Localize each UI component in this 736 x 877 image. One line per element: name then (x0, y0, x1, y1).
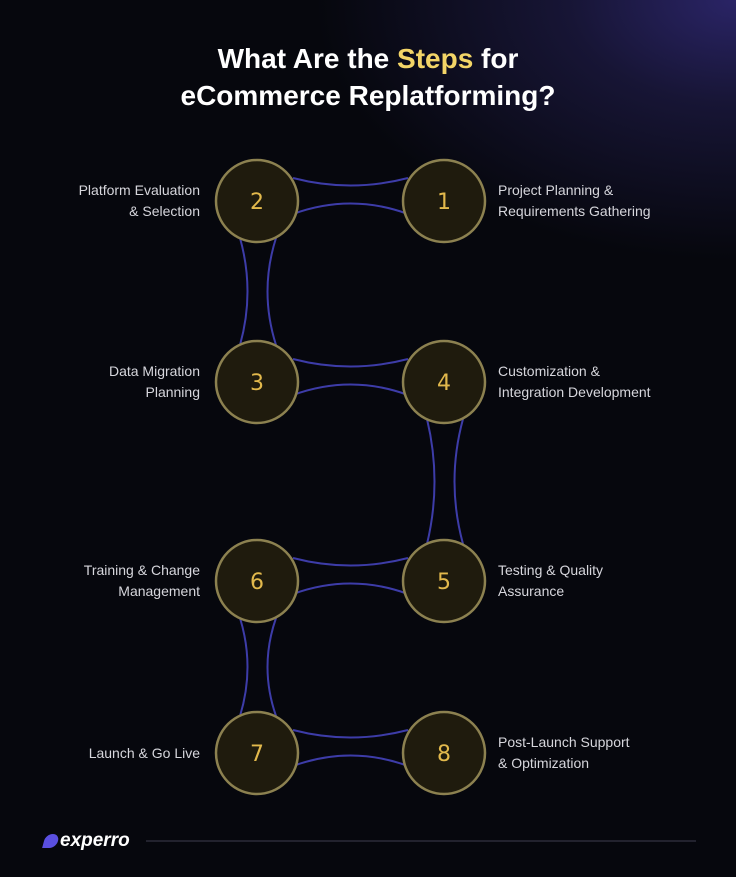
connector-line (266, 237, 277, 346)
brand-name: experro (60, 830, 130, 851)
step-6-node: 6 (214, 538, 300, 624)
title-line2: eCommerce Replatforming? (180, 80, 556, 111)
title-text: for (473, 43, 519, 74)
connector-line (292, 557, 409, 567)
connector-line (292, 383, 409, 396)
step-number: 4 (437, 371, 451, 396)
step-7-node: 7 (214, 710, 300, 796)
connector-line (292, 358, 409, 368)
title-highlight: Steps (397, 43, 474, 74)
connector-line (239, 237, 249, 346)
step-2-label: Platform Evaluation& Selection (78, 182, 200, 219)
step-1-label: Project Planning &Requirements Gathering (498, 182, 651, 219)
step-2-node: 2 (214, 158, 300, 244)
step-3-node: 3 (214, 339, 300, 425)
connector-line (239, 617, 249, 717)
step-number: 6 (250, 570, 264, 595)
connector-line (292, 177, 409, 187)
step-number: 3 (250, 371, 264, 396)
step-number: 5 (437, 570, 451, 595)
step-number: 2 (250, 190, 264, 215)
step-circle (401, 339, 487, 425)
step-8-label: Post-Launch Support& Optimization (498, 734, 630, 771)
step-5-node: 5 (401, 538, 487, 624)
step-1-node: 1 (401, 158, 487, 244)
step-circle (401, 710, 487, 796)
step-number: 1 (437, 190, 451, 215)
connector-line (453, 418, 464, 545)
step-circle (214, 538, 300, 624)
step-7-label: Launch & Go Live (88, 744, 200, 761)
step-circle (214, 339, 300, 425)
connector-line (292, 729, 409, 739)
step-4-label: Customization &Integration Development (498, 363, 651, 400)
connector-line (426, 418, 436, 545)
step-4-node: 4 (401, 339, 487, 425)
title-text: What Are the (217, 43, 398, 74)
connector-line (292, 754, 409, 767)
step-circle (401, 158, 487, 244)
connector-line (266, 617, 277, 717)
connector-line (292, 582, 409, 595)
step-number: 7 (250, 742, 264, 767)
step-circle (401, 538, 487, 624)
step-number: 8 (437, 742, 451, 767)
connector-line (292, 202, 409, 215)
page-title: What Are the Steps for eCommerce Replatf… (0, 40, 736, 114)
step-circle (214, 710, 300, 796)
footer-divider (146, 840, 696, 842)
step-circle (214, 158, 300, 244)
logo-mark-icon (42, 834, 60, 848)
step-8-node: 8 (401, 710, 487, 796)
experro-logo: experro (42, 830, 130, 852)
